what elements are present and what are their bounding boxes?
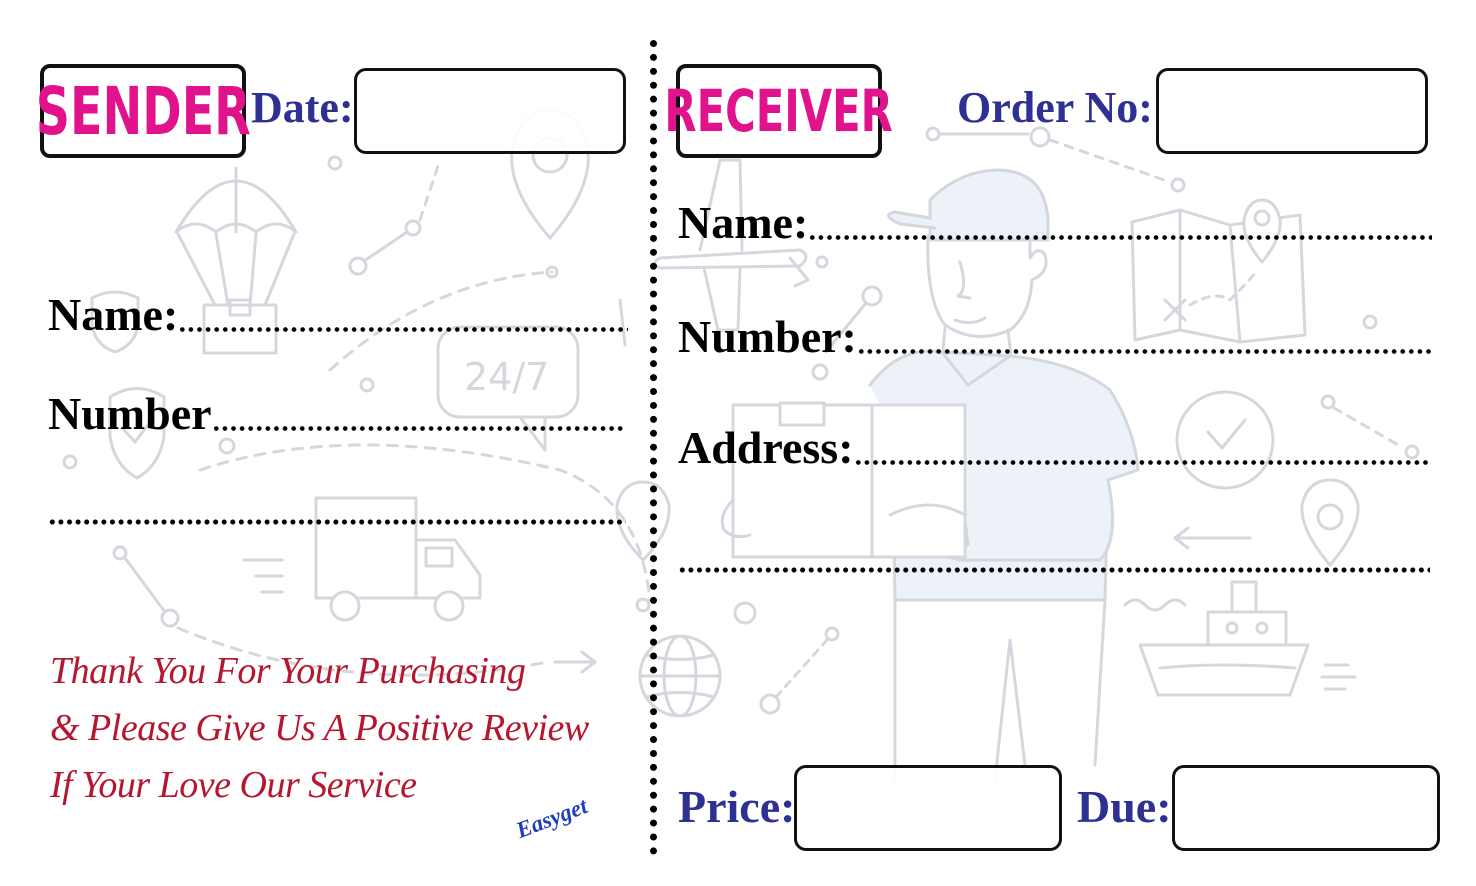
cut-line-divider (650, 40, 657, 855)
receiver-name-field[interactable]: Name: (678, 193, 1432, 249)
airplane-icon (653, 158, 810, 332)
delivery-truck-icon (242, 496, 482, 622)
receiver-number-dotted-line (856, 349, 1434, 354)
price-label: Price: (678, 781, 796, 832)
sender-badge-text: SENDER (35, 72, 251, 150)
order-no-label: Order No: (957, 83, 1153, 132)
date-label: Date: (251, 83, 354, 132)
receiver-badge-text: RECEIVER (664, 77, 894, 145)
sender-number-label: Number (48, 388, 212, 439)
receiver-address-dotted-line (853, 460, 1430, 465)
shield-icon (90, 290, 166, 480)
cargo-ship-icon (1138, 580, 1310, 697)
thank-you-line-2: & Please Give Us A Positive Review (50, 707, 589, 749)
sender-name-label: Name: (48, 289, 179, 340)
price-box[interactable] (794, 765, 1062, 851)
receiver-address-label: Address: (678, 422, 854, 473)
thank-you-line-1: Thank You For Your Purchasing (50, 650, 526, 692)
clock-icon (1175, 390, 1275, 490)
sender-number-dotted-line (211, 426, 624, 431)
network-doodle (327, 155, 559, 372)
receiver-name-dotted-line (808, 235, 1432, 240)
due-label: Due: (1077, 781, 1172, 832)
receiver-address-field[interactable]: Address: (678, 418, 1430, 474)
thank-you-message: Thank You For Your Purchasing & Please G… (50, 643, 589, 814)
receiver-number-field[interactable]: Number: (678, 307, 1434, 363)
sender-extra-dotted-line[interactable] (48, 519, 626, 525)
date-box[interactable] (354, 68, 626, 154)
due-box[interactable] (1172, 765, 1440, 851)
receiver-address-extra-dotted-line[interactable] (678, 567, 1430, 573)
svg-text:24/7: 24/7 (464, 355, 549, 399)
treasure-map-icon (1130, 198, 1307, 344)
sender-name-dotted-line (178, 327, 628, 332)
receiver-badge: RECEIVER (665, 64, 893, 158)
thank-you-line-3: If Your Love Our Service (50, 764, 417, 806)
delivery-person-illustration (720, 168, 1140, 782)
sender-number-field[interactable]: Number (48, 384, 624, 440)
order-no-box[interactable] (1156, 68, 1428, 154)
sender-name-field[interactable]: Name: (48, 285, 628, 341)
receiver-name-label: Name: (678, 197, 809, 248)
receiver-number-label: Number: (678, 311, 857, 362)
sender-badge: SENDER (36, 64, 250, 158)
